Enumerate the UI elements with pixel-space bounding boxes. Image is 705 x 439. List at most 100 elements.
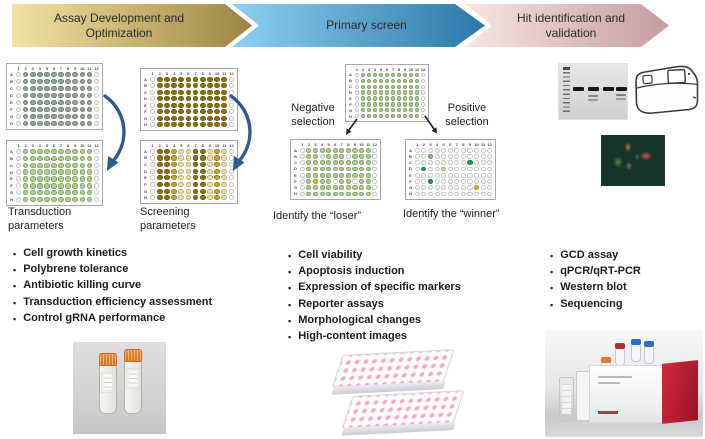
plate-well — [299, 154, 305, 159]
plate-header-cell: 1 — [151, 70, 154, 76]
plate-well — [164, 162, 170, 168]
plate-well — [44, 92, 50, 99]
plate-well — [171, 122, 177, 128]
plate-well — [37, 85, 43, 92]
plate-well — [44, 113, 50, 120]
plate-well — [460, 166, 466, 172]
phase-arrow-assay-development: Assay Development and Optimization — [12, 4, 252, 47]
plate-well — [228, 83, 235, 89]
kit-box-side — [662, 360, 698, 424]
plate-well — [149, 188, 156, 194]
plate-well — [29, 183, 36, 189]
plate-well — [414, 166, 420, 172]
plate-well — [93, 196, 100, 203]
plate-well — [354, 108, 360, 113]
plate-header-cell: G — [143, 188, 148, 194]
kit-box-text — [598, 382, 620, 384]
plate-well — [360, 84, 366, 89]
plate-header-cell: C — [10, 86, 13, 91]
plate-well — [72, 176, 78, 182]
plate-header-cell: 10 — [359, 141, 364, 147]
plate-well — [390, 102, 396, 107]
plate-well — [37, 190, 43, 196]
plate-header-cell: 6 — [52, 65, 56, 71]
plate-well — [29, 196, 36, 203]
plate-well — [365, 185, 371, 190]
plate-well — [414, 72, 420, 78]
plate-header-cell: 11 — [414, 66, 420, 72]
plate-well — [185, 195, 192, 201]
plate-well — [359, 179, 365, 184]
plate-well — [372, 72, 378, 78]
plate-well — [22, 176, 29, 182]
plate-header-cell: D — [349, 90, 352, 96]
plate-well — [345, 191, 351, 197]
plate-well — [228, 115, 235, 121]
plate-header-cell: 12 — [229, 70, 234, 76]
plate-well — [199, 115, 206, 121]
plate-well — [447, 154, 453, 159]
plate-well — [474, 160, 480, 165]
plate-well — [164, 89, 170, 95]
plate-well — [312, 172, 318, 178]
plate-well — [402, 72, 408, 78]
plate-well — [72, 120, 78, 127]
plate-well — [58, 113, 64, 120]
down-right-arrow-icon — [424, 115, 437, 134]
plate-header-cell: E — [294, 172, 297, 178]
plate-well — [79, 196, 86, 203]
plate-header-cell: 6 — [449, 141, 452, 147]
plate-header-cell: 9 — [468, 141, 472, 147]
plate-well — [372, 78, 378, 83]
plate-well — [454, 160, 460, 165]
plate-well — [228, 122, 235, 128]
plate-header-cell: C — [144, 89, 147, 95]
plate-header-cell: A — [144, 148, 147, 154]
plate-well — [65, 92, 71, 99]
plate-well — [164, 188, 170, 194]
plate-well — [58, 85, 64, 92]
plate-well — [339, 166, 345, 172]
plate-well — [22, 183, 29, 189]
plate-well — [332, 147, 338, 153]
plate-well — [420, 72, 426, 78]
plate-well — [164, 109, 170, 115]
plate-well — [384, 96, 390, 101]
plate-header-cell: 2 — [422, 141, 425, 147]
plate-well — [37, 196, 43, 203]
plate-well — [192, 102, 199, 108]
plate-well — [360, 113, 366, 119]
plate-header-cell: 9 — [403, 66, 407, 72]
plate-well — [199, 162, 206, 168]
plate-header-cell: 5 — [180, 142, 183, 148]
plate-header-cell: C — [144, 162, 147, 168]
plate-well — [93, 113, 100, 120]
plate-well — [487, 166, 493, 172]
plate-well — [434, 166, 440, 172]
plate-well — [345, 172, 351, 178]
plate-well — [207, 195, 213, 201]
plate-well — [354, 90, 360, 95]
plate-header-cell: F — [409, 178, 412, 184]
plate-well — [164, 76, 170, 82]
plate-well — [15, 85, 22, 92]
plate-well — [378, 90, 384, 95]
list-item: Expression of specific markers — [288, 280, 461, 296]
plate-well — [51, 78, 57, 85]
plate-well — [79, 71, 86, 78]
plate-well — [185, 83, 192, 89]
reagent-kit-photo — [545, 331, 703, 437]
plate-well — [447, 179, 453, 184]
plate-well — [420, 84, 426, 89]
plate-header-cell: G — [408, 185, 413, 191]
plate-header-cell: 4 — [373, 66, 377, 72]
plate-header-cell: 5 — [45, 142, 48, 148]
plate-well — [487, 154, 493, 159]
plate-well — [29, 162, 36, 168]
plate-well — [221, 76, 228, 82]
plate-well — [420, 113, 426, 119]
